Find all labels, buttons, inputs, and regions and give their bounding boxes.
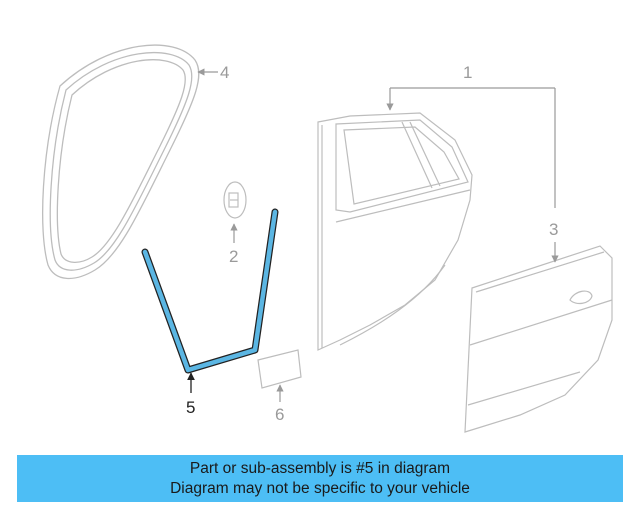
banner-line-1: Part or sub-assembly is #5 in diagram (189, 460, 451, 477)
label-part-6[interactable] (257, 349, 302, 389)
opening-weatherstrip-part-4[interactable] (41, 44, 200, 280)
banner-line-2: Diagram may not be specific to your vehi… (170, 480, 470, 497)
callout-3-label: 3 (549, 220, 558, 239)
callout-6-label: 6 (275, 405, 284, 424)
door-assembly-part-1[interactable] (317, 112, 473, 351)
callout-5-label: 5 (186, 398, 195, 417)
clip-part-2[interactable] (223, 181, 247, 219)
parts-diagram: 4 2 5 6 1 3 (41, 44, 613, 433)
callout-4-label: 4 (220, 63, 229, 82)
info-banner: Part or sub-assembly is #5 in diagram Di… (17, 455, 623, 502)
callout-1-label: 1 (463, 63, 472, 82)
door-skin-part-3[interactable] (464, 245, 613, 433)
callout-2-label: 2 (229, 247, 238, 266)
lower-weatherstrip-part-5[interactable] (141, 208, 279, 374)
